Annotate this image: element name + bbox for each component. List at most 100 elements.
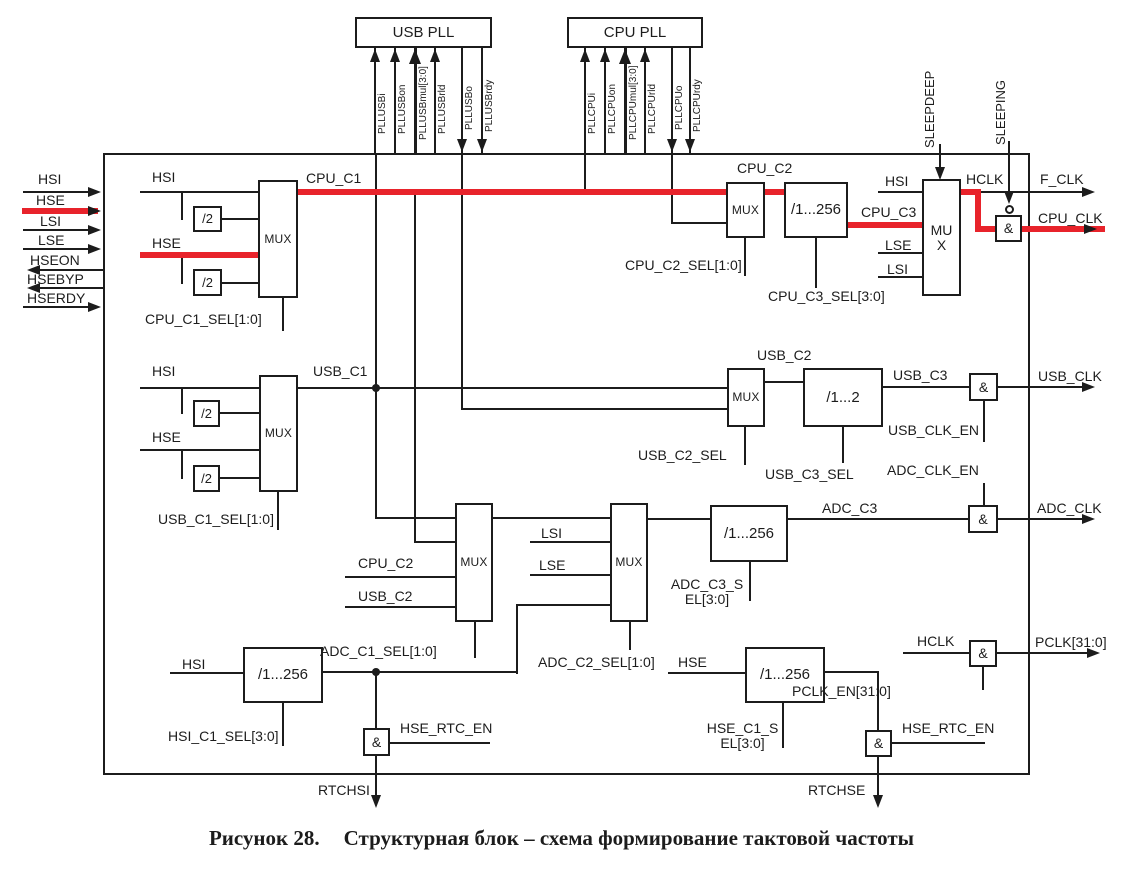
- label-hse-c1-sel: HSE_C1_S EL[3:0]: [700, 721, 785, 750]
- wire-cpu-c2-sel: [744, 237, 746, 276]
- pin-label-pllcpui: PLLCPUi: [587, 92, 598, 134]
- arrow-hsi-in: [88, 187, 101, 197]
- wire-fclk: [961, 191, 1090, 193]
- wire-sleeping: [1008, 141, 1010, 194]
- arrow-hsebyp: [27, 283, 40, 293]
- usb-c1-mux: MUX: [259, 375, 298, 492]
- label-cpu-c2-sel: CPU_C2_SEL[1:0]: [625, 257, 742, 273]
- wire-hsi-c1-sel: [282, 702, 284, 746]
- label-bigmux-hsi: HSI: [885, 173, 909, 189]
- wire-usb-clk-en: [983, 401, 985, 442]
- usb-clk-gate: &: [969, 373, 998, 401]
- arrow-sleeping: [1004, 191, 1014, 204]
- output-label-hseon: HSEON: [30, 252, 80, 268]
- wire-hsidiv-out: [323, 671, 518, 673]
- wire-pllcpumul: [624, 48, 627, 153]
- wire-pllusbo: [461, 48, 463, 153]
- wire-adc-clk: [998, 518, 1090, 520]
- label-rtchse: RTCHSE: [808, 782, 866, 798]
- input-label-hserdy: HSERDY: [27, 290, 86, 306]
- label-usb-c1: USB_C1: [313, 363, 368, 379]
- pin-label-pllcpurld: PLLCPUrld: [647, 83, 658, 134]
- wire-adc-c3: [788, 518, 968, 520]
- arrow-lse-in: [88, 244, 101, 254]
- label-adc-lsi: LSI: [541, 525, 563, 541]
- label-adc-cpu-c2: CPU_C2: [358, 555, 414, 571]
- wire-usb-hsi: [140, 387, 259, 389]
- wire-pllusbmul: [414, 48, 417, 153]
- wire-adc-cpu-c2: [345, 576, 455, 578]
- cpu-div2-hse: /2: [193, 269, 222, 296]
- rtchse-gate: &: [865, 730, 892, 757]
- wire-cpu-c1-red: [296, 189, 728, 195]
- wire-pllcpurld: [644, 48, 646, 153]
- label-sleeping: SLEEPING: [993, 79, 1008, 145]
- wire-usb-hse: [140, 449, 259, 451]
- wire-adc-c3-sel: [749, 561, 751, 601]
- wire-bot-hclk: [903, 652, 969, 654]
- diagram-frame: [103, 153, 1030, 775]
- wire-adc-c2-out: [648, 518, 710, 520]
- wire-usb-c2-out: [765, 381, 803, 383]
- arrow-hserdy: [88, 302, 101, 312]
- junction-usb-c1: [372, 384, 380, 392]
- label-pclk-en: PCLK_EN[31:0]: [792, 683, 891, 699]
- label-adc-c2-sel: ADC_C2_SEL[1:0]: [538, 654, 655, 670]
- label-adc-c3-sel: ADC_C3_S EL[3:0]: [664, 577, 750, 606]
- label-hse-rtc-en-2: HSE_RTC_EN: [902, 720, 995, 736]
- arrow-rtchsi: [371, 795, 381, 808]
- label-cpu-hsi: HSI: [152, 169, 176, 185]
- adc-clk-gate: &: [968, 505, 998, 533]
- wire-hclk-red-1: [959, 189, 981, 195]
- pin-label-pllusbrld: PLLUSBrld: [437, 84, 448, 134]
- label-cpu-hse: HSE: [152, 235, 181, 251]
- hse-c1-divider: /1...256: [745, 647, 825, 703]
- arrow-usb-clk: [1082, 382, 1095, 392]
- usb-div2-hse: /2: [193, 465, 220, 492]
- cpu-c1-mux: MUX: [258, 180, 298, 298]
- wire-pllusbrld: [434, 48, 436, 153]
- label-usb-c2: USB_C2: [757, 347, 812, 363]
- wire-usb-div2hsi-out: [220, 412, 259, 414]
- wire-hse-in-red: [22, 208, 98, 214]
- label-usb-hsi: HSI: [152, 363, 176, 379]
- label-usb-clk-en: USB_CLK_EN: [888, 422, 980, 438]
- wire-usbc1-to-pll-and-adc: [375, 153, 377, 519]
- wire-usb-div2hse-out: [220, 477, 259, 479]
- wire-usb-clk: [998, 386, 1090, 388]
- label-pclk: PCLK[31:0]: [1035, 634, 1107, 650]
- wire-pllcpuo-to-cpumux2: [671, 222, 728, 224]
- arrow-lsi-in: [88, 225, 101, 235]
- wire-pllcpuo-down: [671, 153, 673, 224]
- cpu-c2-mux: MUX: [726, 182, 765, 238]
- hclk-mux-label-1: MU: [930, 221, 953, 238]
- label-rtchsi: RTCHSI: [318, 782, 370, 798]
- label-usb-clk: USB_CLK: [1038, 368, 1102, 384]
- inverter-bubble: [1005, 205, 1014, 214]
- label-cpu-c1-sel: CPU_C1_SEL[1:0]: [145, 311, 262, 327]
- arrow-hseon: [27, 265, 40, 275]
- label-bot-hclk: HCLK: [917, 633, 955, 649]
- arrow-fclk: [1082, 187, 1095, 197]
- wire-sleepdeep: [939, 144, 941, 170]
- label-hclk: HCLK: [966, 171, 1004, 187]
- arrow-pclk: [1087, 648, 1100, 658]
- label-cpu-c3: CPU_C3: [861, 204, 917, 220]
- arrow-pllcpumul-up: [619, 49, 631, 64]
- wire-usb-c1-sel: [277, 491, 279, 530]
- label-adc-c3-sel-line1: ADC_C3_S: [670, 576, 744, 592]
- pin-label-pllusbo: PLLUSBo: [464, 86, 475, 130]
- label-cpuclk: CPU_CLK: [1038, 210, 1103, 226]
- wire-pllcpuon: [604, 48, 606, 153]
- wire-cpu-hse-red: [140, 252, 260, 258]
- rtchsi-gate: &: [363, 728, 390, 756]
- label-usb-c3: USB_C3: [893, 367, 948, 383]
- pin-label-pllusbmul: PLLUSBmul[3:0]: [418, 66, 429, 140]
- wire-adc-hsidiv-in: [516, 604, 612, 606]
- wire-cpuclk-red: [1020, 226, 1105, 232]
- wire-usb-hsi-tap: [181, 387, 183, 414]
- cpu-clk-gate: &: [995, 215, 1022, 242]
- usb-div2-hsi: /2: [193, 400, 220, 427]
- arrow-pllusbrld-up: [430, 49, 440, 62]
